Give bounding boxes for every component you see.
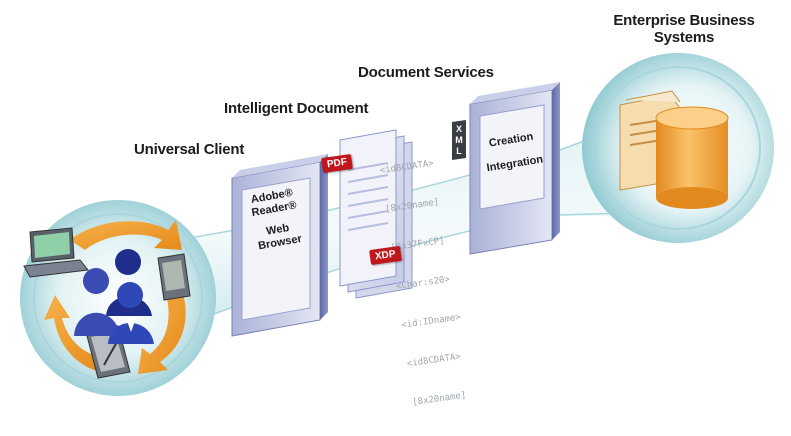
client-panel-text: Adobe® Reader® Web Browser [243,186,309,255]
xml-letter: L [456,146,462,156]
laptop-icon [23,227,89,278]
xml-letter: M [455,135,463,145]
code-line: <id:IDname> [400,312,462,331]
code-line: <id8CDATA> [379,158,435,177]
database-cylinder-icon [655,106,729,209]
universal-client-label: Universal Client [134,141,245,158]
code-line: <Char:s20> [395,274,451,293]
pda-icon [157,253,191,301]
diagram: Enterprise Business Systems Document Ser… [20,12,774,408]
services-panel-text: Creation Integration [479,123,548,180]
code-line: [8x20name] [384,197,440,215]
enterprise-label: Enterprise Business Systems [604,12,764,46]
enterprise-label-line2: Systems [653,29,715,46]
cycle-arrows-icon [44,220,186,374]
code-line: [8x20name] [411,390,467,408]
xml-tag-icon [452,120,466,160]
diagram-graphics [20,53,774,396]
intelligent-document-label: Intelligent Document [224,100,369,117]
services-panel [469,82,560,255]
xml-letter: X [455,124,462,134]
document-services-label: Document Services [358,64,494,81]
users-icon [74,249,154,344]
client-panel [231,154,328,337]
enterprise-label-line1: Enterprise Business [613,12,755,29]
code-line: <id8CDATA> [406,351,462,370]
xml-label: X M L [453,124,465,157]
